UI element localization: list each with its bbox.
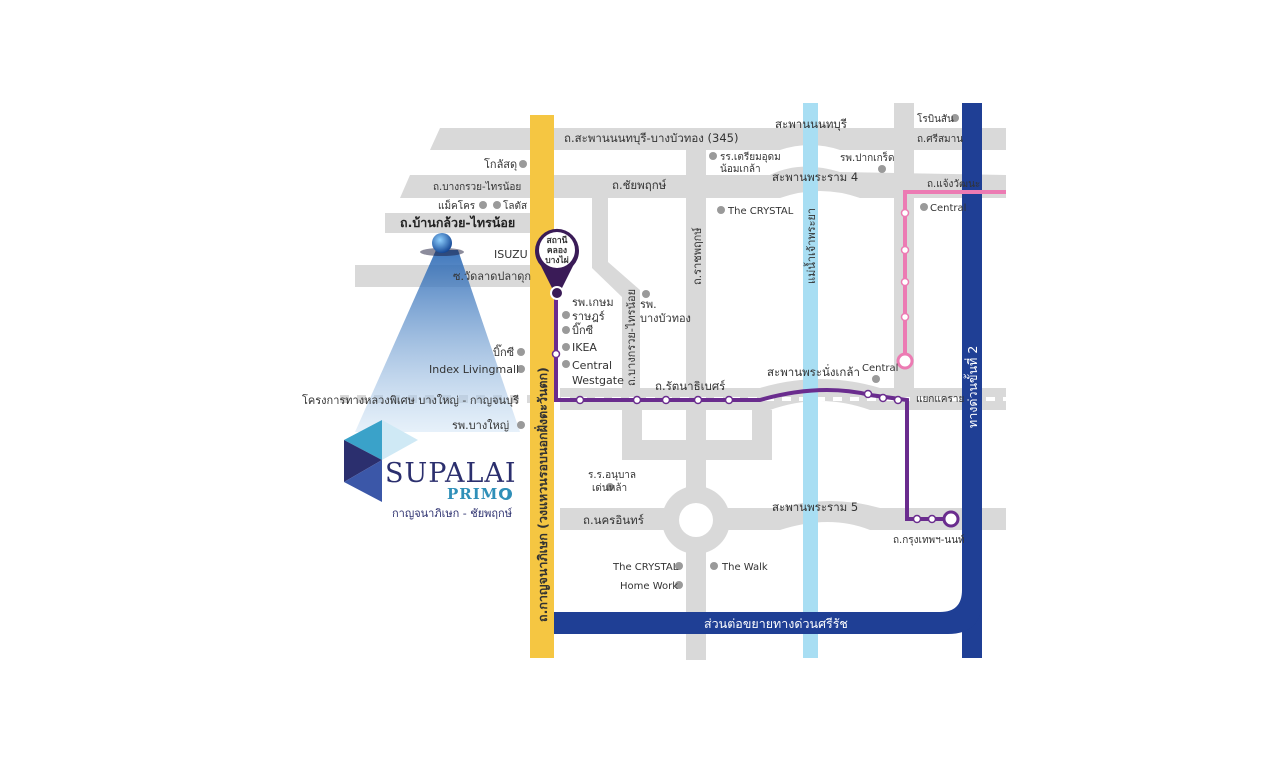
- map-pin-icon: [535, 228, 579, 300]
- label-chaeng-watthana: ถ.แจ้งวัฒนะ: [927, 178, 980, 190]
- poi-anuban-1: ร.ร.อนุบาล: [588, 470, 636, 481]
- label-nonthaburi-bridge: สะพานนนทบุรี: [775, 117, 847, 131]
- road-bang-kruai-vertical: [592, 198, 640, 410]
- label-bang-kruai-left: ถ.บางกรวย-ไทรน้อย: [433, 181, 521, 193]
- poi-ikea: IKEA: [572, 341, 597, 354]
- poi-kasem-1: รพ.เกษม: [572, 296, 614, 309]
- road-ratchaphruek: [686, 150, 706, 660]
- poi-anuban-2: เด่นหล้า: [592, 482, 627, 494]
- purple-line: [551, 293, 960, 528]
- label-nakhon-in: ถ.นครอินทร์: [583, 513, 644, 527]
- logo-brand: SUPALAI: [385, 458, 517, 489]
- poi-westgate-1: Central: [572, 359, 612, 372]
- road-ban-kluai: [385, 213, 530, 233]
- label-motorway: โครงการทางหลวงพิเศษ บางใหญ่ - กาญจนบุรี: [302, 393, 519, 407]
- label-bang-kruai-vertical: ถ.บางกรวย-ไทรน้อย: [625, 289, 638, 386]
- si-rat-extension: [554, 590, 982, 634]
- poi-bigc-left: บิ๊กซี: [493, 344, 515, 359]
- poi-robinson: โรบินสัน: [917, 112, 954, 125]
- poi-central-top: Central: [930, 203, 966, 214]
- poi-bbt-hosp-2: บางบัวทอง: [640, 312, 691, 325]
- label-phra-nang-klao: สะพานพระนั่งเกล้า: [767, 364, 860, 379]
- label-rattanathibet: ถ.รัตนาธิเบศร์: [655, 379, 725, 393]
- label-345: ถ.สะพานนนทบุรี-บางบัวทอง (345): [564, 131, 738, 145]
- logo-sub-o-icon: [500, 488, 512, 500]
- poi-crystal-bottom: The CRYSTAL: [612, 562, 679, 573]
- label-khae-rai: แยกแคราย: [916, 394, 964, 405]
- poi-kasem-2: ราษฎร์: [572, 310, 605, 323]
- label-chaiyaphruek: ถ.ชัยพฤกษ์: [612, 178, 667, 192]
- poi-the-walk: The Walk: [721, 562, 768, 573]
- label-rama4: สะพานพระราม 4: [772, 170, 858, 184]
- road-345: [430, 123, 1006, 150]
- logo-sub: PRIMO: [447, 485, 512, 503]
- poi-triam-udom: รร.เตรียมอุดม: [720, 151, 781, 163]
- label-ban-kluai: ถ.บ้านกล้วย-ไทรน้อย: [400, 215, 515, 230]
- road-connector-3: [752, 410, 772, 458]
- label-kanchanaphisek: ถ.กาญจนาภิเษก (วงแหวนรอบนอกฝั่งตะวันตก): [534, 367, 550, 622]
- poi-pak-kret: รพ.ปากเกร็ด: [840, 150, 895, 164]
- supalai-diamond-logo-icon: [344, 420, 418, 502]
- station-label-2: คลอง: [547, 246, 567, 256]
- logo-tagline: กาญจนาภิเษก - ชัยพฤกษ์: [392, 507, 512, 520]
- poi-bbt-hosp-1: รพ.: [640, 298, 657, 311]
- road-labels: ถ.สะพานนนทบุรี-บางบัวทอง (345) สะพานนนทบ…: [302, 117, 980, 631]
- poi-bang-yai-hosp: รพ.บางใหญ่: [452, 419, 509, 432]
- label-river: แม่น้ำเจ้าพระยา: [803, 208, 818, 284]
- pink-line: [896, 190, 1006, 370]
- poi-triam-udom-2: น้อมเกล้า: [720, 163, 761, 175]
- poi-central-mid: Central: [862, 363, 898, 374]
- road-connector-2: [622, 440, 772, 460]
- roundabout-center: [679, 503, 713, 537]
- poi-isuzu: ISUZU: [494, 248, 528, 261]
- chao-phraya-river: [803, 103, 818, 658]
- location-beacon-icon: [355, 233, 520, 432]
- poi-sriman: ถ.ศรีสมาน: [917, 133, 963, 145]
- label-si-rat: ส่วนต่อขยายทางด่วนศรีรัช: [704, 616, 848, 631]
- poi-westgate-2: Westgate: [572, 374, 624, 387]
- kanchanaphisek-road: [530, 115, 554, 658]
- label-ratchaphruek: ถ.ราชพฤกษ์: [691, 227, 704, 285]
- poi-dots: [479, 114, 959, 589]
- label-krungthep-nonthaburi: ถ.กรุงเทพฯ-นนท์: [893, 534, 965, 546]
- label-wat-lat: ซ.วัดลาดปลาดุก: [453, 270, 531, 283]
- expressway-2: [962, 103, 982, 658]
- label-expressway2: ทางด่วนขั้นที่ 2: [963, 346, 980, 428]
- station-label-3: บางไผ่: [545, 255, 569, 266]
- poi-home-work: Home Work: [620, 581, 678, 592]
- poi-bigc-right: บิ๊กซี: [572, 322, 594, 337]
- label-rama5: สะพานพระราม 5: [772, 500, 858, 514]
- poi-crystal-top: The CRYSTAL: [727, 206, 794, 217]
- poi-homepro: โกลัสดุ: [484, 157, 517, 171]
- poi-makro: แม็คโคร: [438, 198, 476, 212]
- poi-labels: โรบินสัน ถ.ศรีสมาน โกลัสดุ รร.เตรียมอุดม…: [429, 112, 966, 592]
- poi-index: Index Livingmall: [429, 363, 519, 376]
- poi-lotus: โลตัส: [503, 199, 527, 212]
- station-label-1: สถานี: [547, 235, 568, 246]
